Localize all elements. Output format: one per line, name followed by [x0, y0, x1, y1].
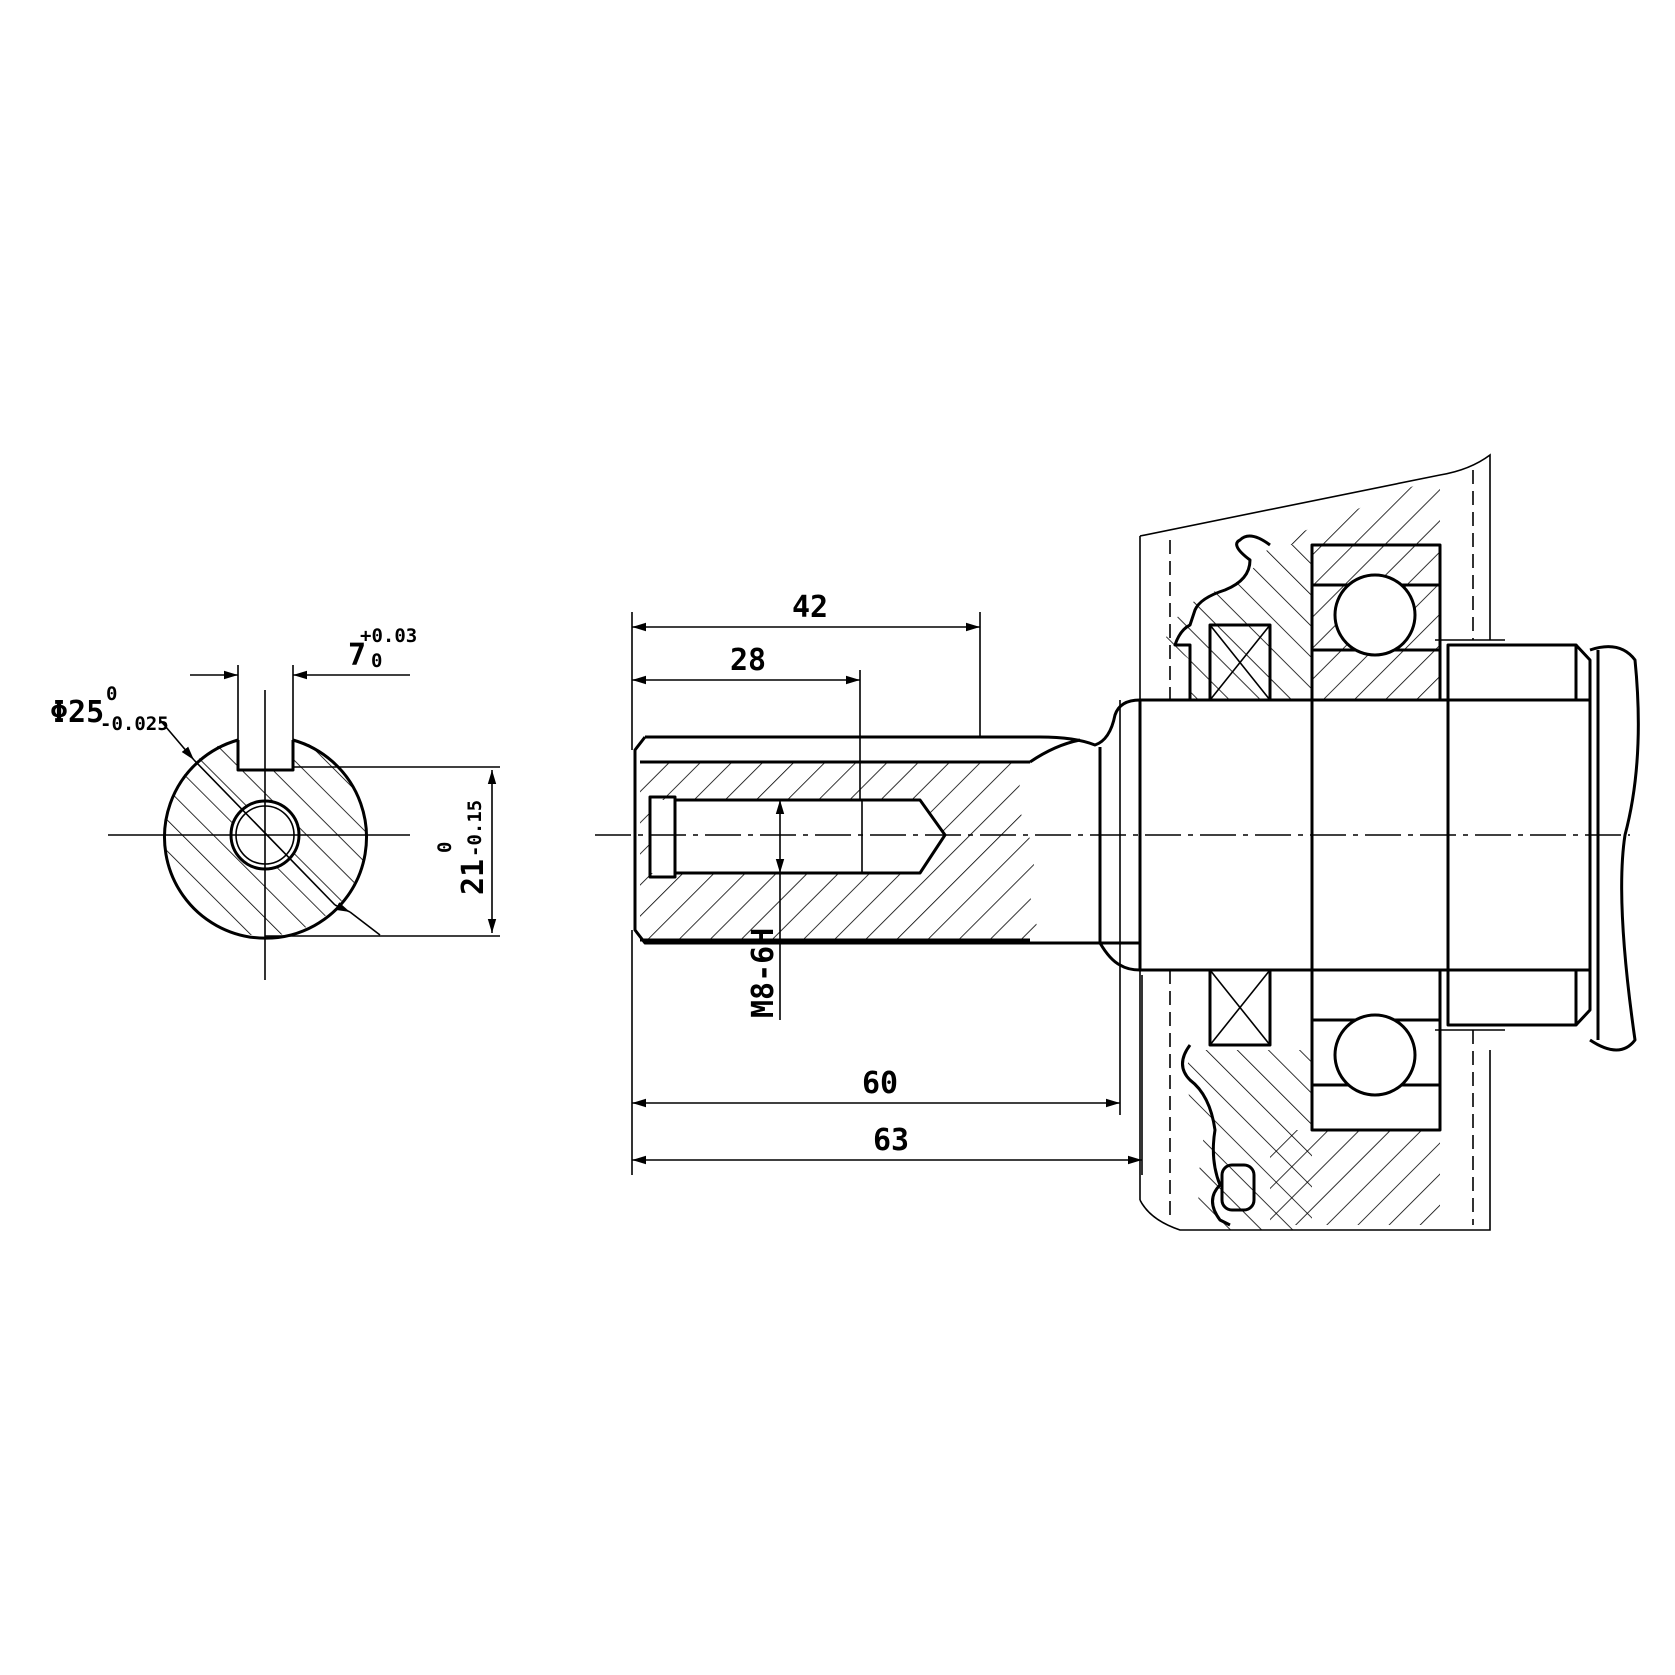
shaft-cross-section: Φ25 0 -0.025 7 +0.03 0 21 0 -0.15 — [50, 625, 500, 980]
thread-spec: M8-6H — [746, 928, 781, 1018]
oil-hole — [1220, 1163, 1256, 1212]
dim-keyway-length: 42 — [792, 590, 828, 625]
key-depth-tol-upper: 0 — [434, 842, 456, 853]
end-ring-bottom — [1446, 968, 1578, 1027]
key-depth-tol-lower: -0.15 — [464, 800, 486, 857]
housing-cavity-top — [1173, 534, 1271, 700]
dim-shaft-length-a: 60 — [862, 1066, 898, 1101]
key-depth-label: 21 — [456, 859, 491, 895]
key-width-label: 7 — [348, 638, 366, 673]
housing-cavity-bottom — [1181, 1044, 1231, 1227]
key-width-tol-upper: +0.03 — [360, 625, 417, 647]
seal-bottom — [1208, 968, 1272, 1047]
thread-hole-chamfer — [648, 795, 677, 879]
housing-bottom-hatch-2 — [1187, 1050, 1312, 1230]
diameter-tol-lower: -0.025 — [100, 713, 169, 735]
diameter-tol-upper: 0 — [106, 683, 117, 705]
shaft-side-view: 42 28 M8-6H 60 63 — [595, 453, 1640, 1231]
housing-top-hatch-2 — [1165, 545, 1312, 700]
bearing-ball-top — [1333, 573, 1417, 657]
end-ring-top — [1446, 643, 1578, 702]
dim-shaft-length-b: 63 — [873, 1123, 909, 1158]
bearing-ball-bottom — [1333, 1013, 1417, 1097]
dim-thread-depth: 28 — [730, 643, 766, 678]
key-width-tol-lower: 0 — [371, 650, 382, 672]
bearing-bottom-inner — [1310, 968, 1442, 1022]
housing-bottom-hatch — [1270, 1130, 1440, 1225]
housing-outline-top — [1139, 453, 1491, 640]
shaft-outline — [633, 698, 1590, 945]
seal-top — [1208, 623, 1272, 702]
diameter-label: Φ25 — [50, 695, 104, 730]
